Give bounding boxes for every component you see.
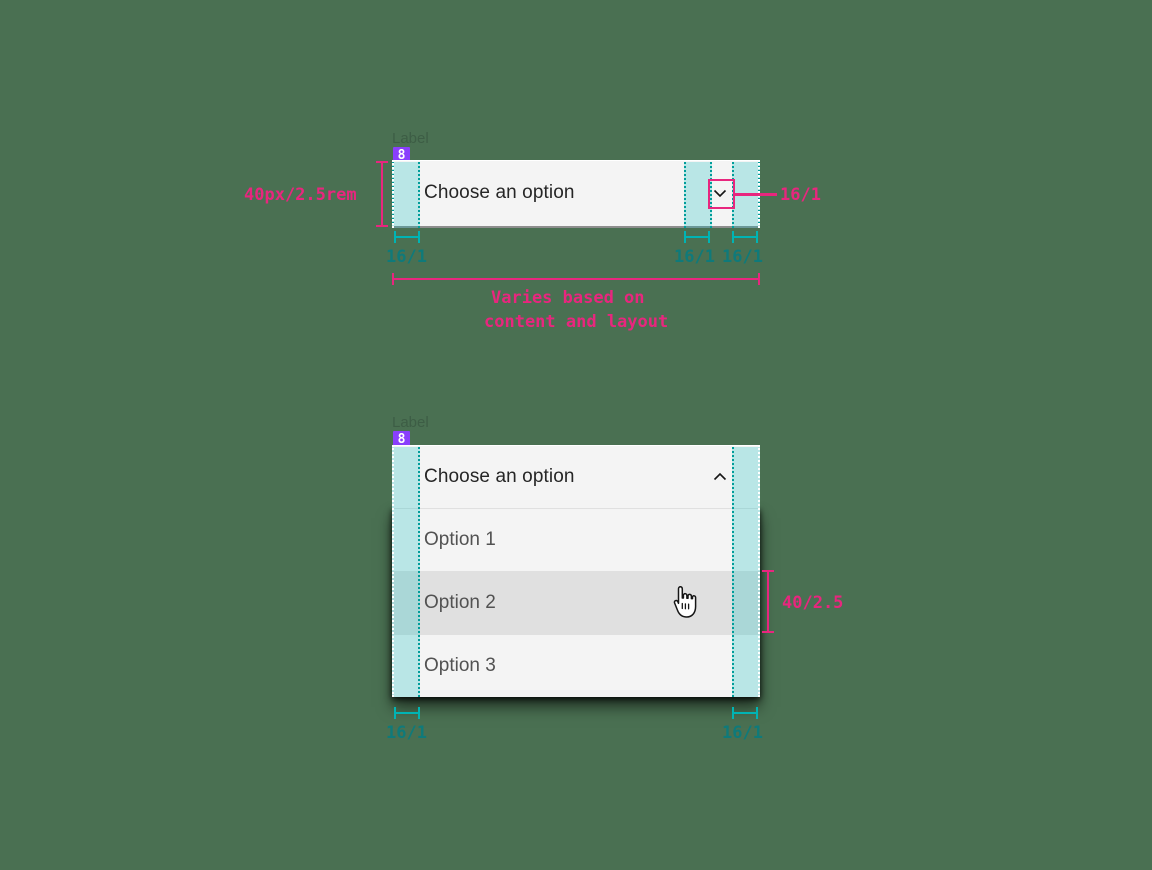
open-item-height-measure: 40/2.5: [782, 593, 844, 613]
open-right-padding-bracket: [732, 707, 758, 719]
list-item-label: Option 2: [424, 592, 496, 613]
open-dropdown-listbox[interactable]: Option 1 Option 2 Option 3: [392, 508, 760, 697]
open-dropdown-label: Label: [392, 414, 429, 431]
chevron-up-icon[interactable]: [712, 469, 728, 485]
open-left-inner-dotted: [418, 447, 420, 697]
closed-icon-leader-line: [735, 193, 777, 196]
open-dropdown-field[interactable]: Choose an option: [392, 445, 760, 508]
closed-width-note-line2: content and layout: [484, 312, 669, 332]
chevron-down-icon[interactable]: [712, 185, 728, 201]
list-item-label: Option 1: [424, 529, 496, 550]
closed-dropdown-label: Label: [392, 130, 429, 147]
closed-dropdown-spacing-badge: 8: [393, 147, 410, 164]
closed-width-bracket: [392, 273, 760, 285]
pointer-hand-cursor: [670, 586, 700, 620]
closed-right-padding-measure: 16/1: [722, 247, 763, 267]
list-item[interactable]: Option 1: [392, 508, 760, 571]
closed-field-top-rule: [392, 160, 760, 161]
closed-icon-gap-bracket: [684, 231, 710, 243]
closed-dropdown-value: Choose an option: [424, 182, 575, 203]
list-item-label: Option 3: [424, 655, 496, 676]
closed-left-padding-measure: 16/1: [386, 247, 427, 267]
closed-height-bracket: [376, 161, 388, 227]
open-dropdown-value: Choose an option: [424, 465, 575, 487]
open-item-height-bracket: [762, 570, 774, 633]
closed-left-padding-bracket: [394, 231, 420, 243]
closed-left-edge-dotted: [392, 160, 394, 228]
closed-icon-callout-box: [708, 179, 735, 209]
list-item[interactable]: Option 3: [392, 634, 760, 697]
closed-height-measure: 40px/2.5rem: [244, 185, 357, 205]
closed-icon-gap-measure: 16/1: [674, 247, 715, 267]
open-right-edge-dotted: [758, 445, 760, 697]
open-left-padding-bracket: [394, 707, 420, 719]
closed-right-padding-bracket: [732, 231, 758, 243]
closed-dropdown-field[interactable]: Choose an option: [392, 160, 760, 228]
open-right-inner-dotted: [732, 447, 734, 697]
open-dropdown-spacing-badge: 8: [393, 431, 410, 448]
open-right-padding-measure: 16/1: [722, 723, 763, 743]
list-item[interactable]: Option 2: [392, 571, 760, 634]
closed-icon-size-measure: 16/1: [780, 185, 821, 205]
closed-width-note-line1: Varies based on: [491, 288, 645, 308]
open-field-top-rule: [392, 445, 760, 446]
open-left-edge-dotted: [392, 445, 394, 697]
open-left-padding-measure: 16/1: [386, 723, 427, 743]
